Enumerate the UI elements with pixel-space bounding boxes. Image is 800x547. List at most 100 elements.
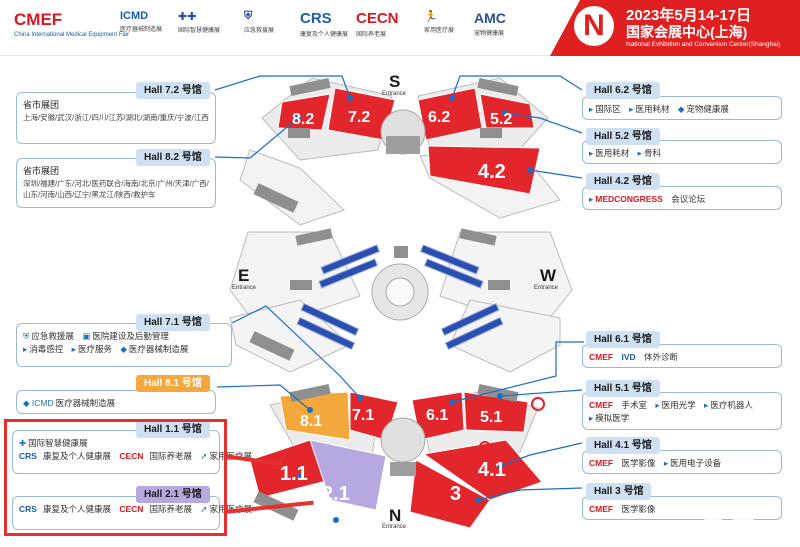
cmef-logo: CMEF China International Medical Equipme… (14, 10, 129, 38)
hall-5-1-item-e: 模拟医学 (595, 413, 630, 423)
hall-5-1-line-1: CMEF 手术室 ▸医用光学 ▸医疗机器人 (589, 399, 775, 412)
hall-3-tag[interactable]: Hall 3 号馆 (586, 483, 652, 500)
hall-7-2-box: 省市展团 上海/安徽/武汉/浙江/四川/江苏/湖北/湖南/重庆/宁波/江西 (16, 92, 216, 144)
hall-8-2-box: 省市展团 深圳/福建/广东/河北/医药联合/海南/北京/广州/天津/广西/山东/… (16, 158, 216, 208)
hall-5-1-tag[interactable]: Hall 5.1 号馆 (586, 380, 660, 397)
hall-6-2-box: ▸国际区 ▸医用耗材 ◆宠物健康展 (582, 96, 782, 120)
hall-connector-dots (295, 95, 533, 523)
hall-2-1-tag[interactable]: Hall 2.1 号馆 (136, 486, 210, 503)
bullet-icon: ▸ (629, 104, 634, 114)
hall-6-2-item-b: 医用耗材 (635, 104, 670, 114)
hall-5-1-line-2: ▸模拟医学 (589, 412, 775, 425)
hall-label-3: 3 (450, 483, 461, 505)
hall-8-2-title: 省市展团 (23, 166, 60, 176)
hall-5-1-item-d: 医疗机器人 (710, 400, 753, 410)
hall-7-2-tag[interactable]: Hall 7.2 号馆 (136, 82, 210, 99)
runner-icon: ➚ (200, 451, 208, 461)
hall-4-1-box: CMEF 医学影像 ▸医用电子设备 (582, 450, 782, 474)
runner-icon: ➚ (200, 504, 208, 514)
hall-1-1-cecn: CECN (119, 451, 144, 461)
hall-label-5-2: 5.2 (490, 111, 512, 128)
hall-7-2-list: 上海/安徽/武汉/浙江/四川/江苏/湖北/湖南/重庆/宁波/江西 (23, 113, 209, 122)
hall-7-1-item-b: 医院建设及后勤管理 (92, 331, 169, 341)
hall-5-1-item-c: 医用光学 (661, 400, 696, 410)
bullet-icon: ▸ (589, 194, 594, 204)
hall-1-1-item-a: 国际智慧健康展 (28, 438, 88, 448)
cmef-logo-sub: China International Medical Equipment Fa… (14, 32, 130, 38)
hall-label-4-1: 4.1 (478, 459, 506, 481)
hall-6-2-item-a: 国际区 (595, 104, 621, 114)
hall-8-2[interactable] (277, 93, 331, 131)
hall-number-labels: 7.2 8.2 6.2 5.2 4.2 7.1 8.1 6.1 5.1 1.1 … (280, 109, 512, 505)
hall-8-1-tag[interactable]: Hall 8.1 号馆 (136, 375, 210, 392)
hall-4-2-box: ▸MEDCONGRESS 会议论坛 (582, 186, 782, 210)
hall-label-1-1: 1.1 (280, 463, 308, 485)
rescue-logo-sub: 应急救援展 (244, 28, 275, 34)
hall-4-2-item-a: MEDCONGRESS (595, 194, 663, 204)
hall-6-2-item-c: 宠物健康展 (686, 104, 729, 114)
hall-5-1-box: CMEF 手术室 ▸医用光学 ▸医疗机器人 ▸模拟医学 (582, 392, 782, 430)
hall-8-2-tag[interactable]: Hall 8.2 号馆 (136, 149, 210, 166)
hall-4-2[interactable] (427, 145, 541, 195)
hall-4-1-item-c: 医用电子设备 (670, 458, 722, 468)
hall-1-1-tag[interactable]: Hall 1.1 号馆 (136, 421, 210, 438)
hall-2-1[interactable] (309, 439, 387, 511)
bullet-icon: ▸ (71, 344, 76, 354)
hall-7-1-tag[interactable]: Hall 7.1 号馆 (136, 314, 210, 331)
smart-health-icon: ✚✚ (178, 11, 197, 23)
hall-6-1-box: CMEF IVD 体外诊断 (582, 344, 782, 368)
hall-5-2-item-a: 医用耗材 (595, 148, 630, 158)
bullet-icon: ▸ (589, 104, 594, 114)
crs-logo: CRS 康复及个人健康展 (300, 10, 348, 38)
hall-1-1-crs: CRS (19, 451, 37, 461)
hall-5-2-tag[interactable]: Hall 5.2 号馆 (586, 128, 660, 145)
hall-7-1-item-d: 医疗服务 (77, 344, 112, 354)
amc-icon: ◆ (677, 104, 685, 114)
hall-3[interactable] (409, 459, 491, 529)
hall-3-line-1: CMEF 医学影像 (589, 503, 775, 516)
hospital-icon: ▣ (82, 331, 91, 341)
rescue-logo: ⛨ 应急救援展 (244, 10, 274, 34)
shield-icon: ⛨ (244, 10, 253, 22)
hall-label-8-2: 8.2 (292, 111, 314, 128)
hall-6-2-tag[interactable]: Hall 6.2 号馆 (586, 82, 660, 99)
hall-6-1-item-a: CMEF (589, 352, 614, 362)
direction-east-sub: Entrance (232, 285, 257, 291)
hall-4-1-tag[interactable]: Hall 4.1 号馆 (586, 437, 660, 454)
hall-6-1-tag[interactable]: Hall 6.1 号馆 (586, 331, 660, 348)
direction-west: W (540, 266, 557, 285)
hall-1-1-cecn-sub: 国际养老展 (149, 451, 192, 461)
hall-4-2-tag[interactable]: Hall 4.2 号馆 (586, 173, 660, 190)
hall-8-1-item-a: 医疗器械制造展 (55, 398, 116, 408)
hall-4-1-line-1: CMEF 医学影像 ▸医用电子设备 (589, 457, 775, 470)
direction-west-sub: Entrance (534, 285, 559, 291)
amc-logo-text: AMC (474, 10, 506, 26)
hall-2-1-crs-sub: 康复及个人健康展 (42, 504, 111, 514)
hall-2-1-cecn-sub: 国际养老展 (149, 504, 192, 514)
header: CMEF China International Medical Equipme… (0, 0, 800, 56)
cecn-logo-text: CECN (356, 10, 399, 27)
upper-level-cluster (239, 77, 561, 226)
hall-4-1-item-a: CMEF (589, 458, 614, 468)
hall-label-7-2: 7.2 (348, 109, 370, 126)
amc-logo: AMC 宠物健康展 (474, 10, 506, 37)
event-venue: 国家会展中心(上海) (626, 24, 748, 40)
direction-south: S (389, 72, 401, 91)
event-date: 2023年5月14-17日 (626, 7, 752, 24)
hall-2-1-crs: CRS (19, 504, 37, 514)
highlight-frame (4, 419, 227, 536)
north-badge: N (574, 6, 614, 46)
hall-3-item-b: 医学影像 (621, 504, 656, 514)
hall-label-7-1: 7.1 (352, 407, 374, 424)
hall-3-box: CMEF 医学影像 (582, 496, 782, 520)
hall-6-2-line-1: ▸国际区 ▸医用耗材 ◆宠物健康展 (589, 103, 775, 116)
bullet-icon: ▸ (637, 148, 642, 158)
bullet-icon: ▸ (23, 344, 28, 354)
hall-6-1-item-b: IVD (621, 352, 636, 362)
hall-4-1[interactable] (422, 439, 543, 501)
bullet-icon: ▸ (655, 400, 660, 410)
icmd-logo-sub: 医疗器械制造展 (120, 27, 163, 33)
venue-map: 7.2 8.2 6.2 5.2 4.2 7.1 8.1 6.1 5.1 1.1 … (214, 75, 584, 529)
bullet-icon: ▸ (589, 148, 594, 158)
